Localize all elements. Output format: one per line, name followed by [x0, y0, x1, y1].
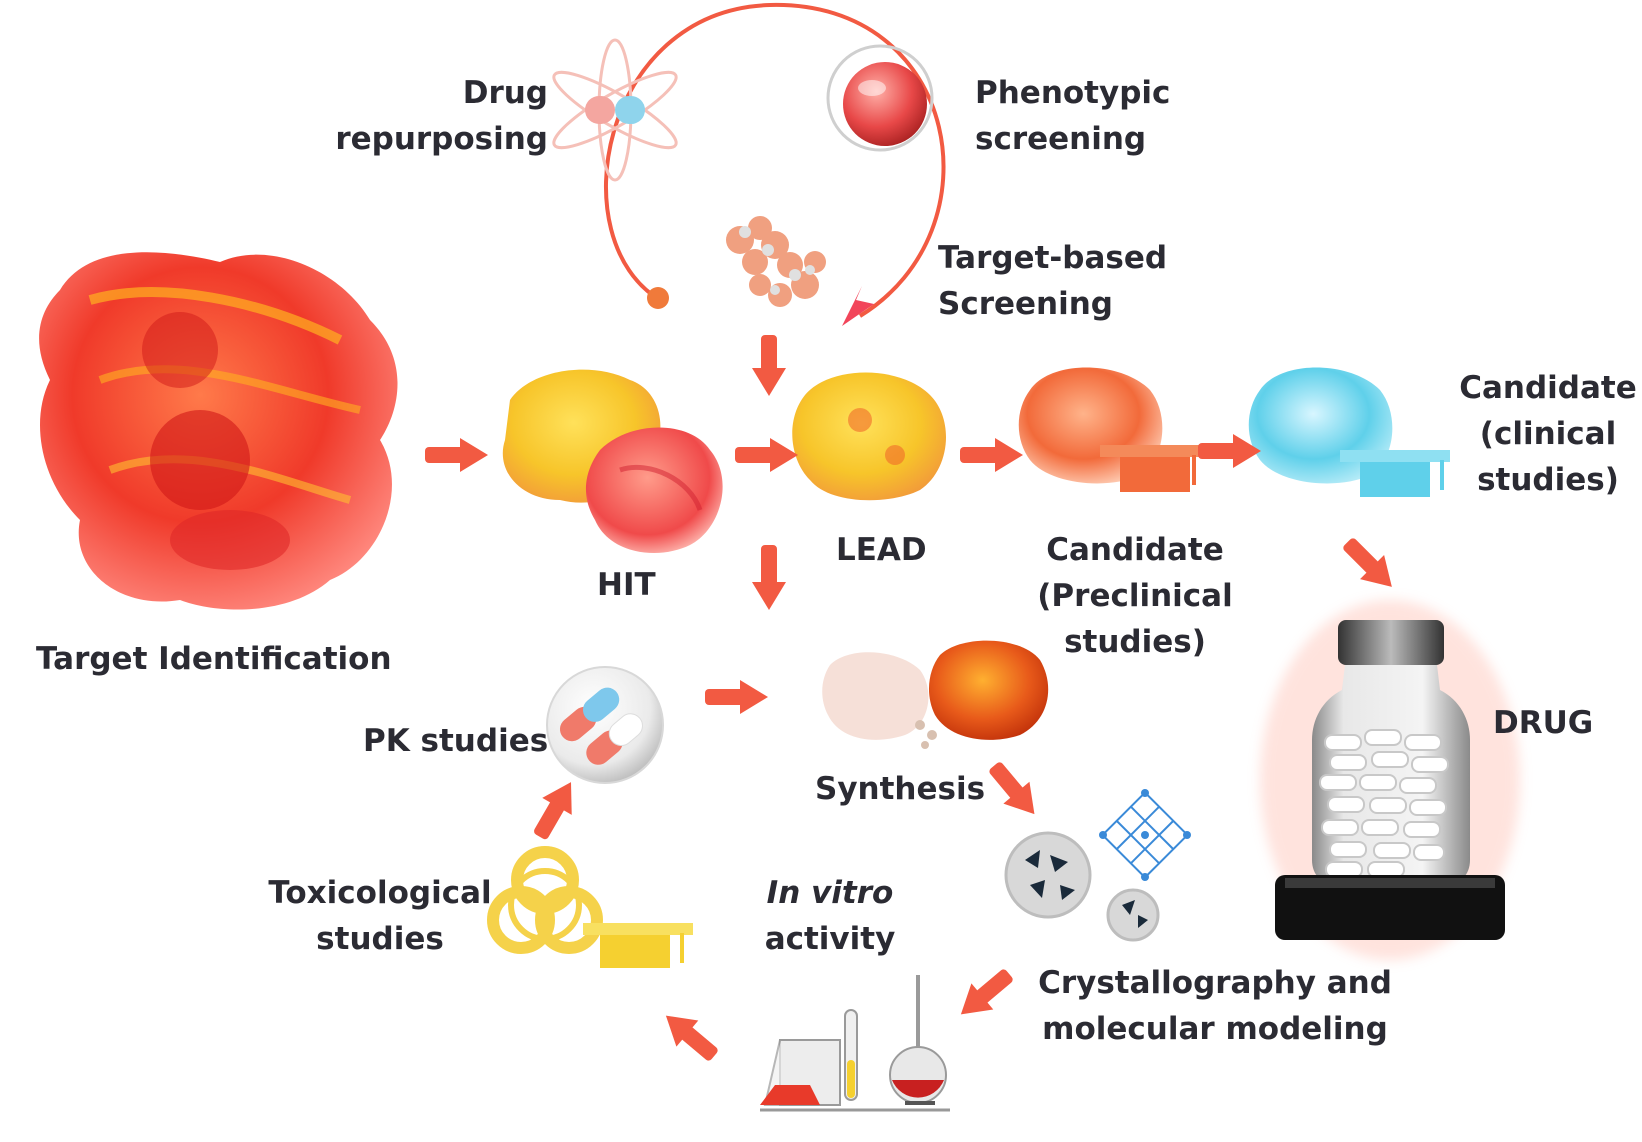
arrow-tox-to-pk	[525, 774, 586, 846]
cell-sphere-icon	[828, 46, 932, 150]
biohazard-icon	[493, 852, 693, 968]
arrow-pk-to-synthesis	[705, 680, 768, 714]
label-candidate-clinical: Candidate (clinical studies)	[1458, 365, 1638, 503]
drug-repurposing-icon	[546, 40, 683, 180]
arrow-lead-to-synthesis-down	[752, 545, 786, 610]
arrow-lead-to-preclinical	[960, 438, 1023, 472]
label-in-vitro-activity: In vitro activity	[740, 870, 920, 962]
ligand-icon	[726, 216, 826, 307]
arrow-synthesis-to-crystallography	[981, 755, 1048, 825]
label-target-based-screening: Target-based Screening	[938, 235, 1167, 327]
label-lead: LEAD	[836, 527, 927, 573]
clinical-candidate-icon	[1249, 368, 1450, 498]
label-toxicological-studies: Toxicological studies	[260, 870, 500, 962]
label-synthesis: Synthesis	[815, 766, 985, 812]
arrow-ligand-to-lead	[752, 335, 786, 396]
label-phenotypic-screening: Phenotypic screening	[975, 70, 1170, 162]
protein-structure-icon	[39, 252, 397, 609]
capsule-sphere-icon	[547, 667, 663, 783]
drug-bottle-icon	[1260, 600, 1520, 960]
arrow-clinical-to-drug	[1335, 530, 1404, 599]
lab-glassware-icon	[760, 975, 950, 1110]
arrow-target-to-hit	[425, 438, 488, 472]
preclinical-candidate-icon	[1019, 368, 1210, 493]
lead-molecule-icon	[792, 373, 946, 501]
hit-molecule-icon	[503, 370, 723, 553]
label-candidate-preclinical: Candidate (Preclinical studies)	[1030, 527, 1240, 665]
screening-cycle-arrow	[606, 5, 944, 326]
synthesis-molecules-icon	[822, 641, 1048, 749]
arrow-hit-to-lead	[735, 438, 798, 472]
arrow-invitro-to-tox	[655, 1003, 725, 1070]
label-crystallography: Crystallography and molecular modeling	[1030, 960, 1400, 1052]
label-hit: HIT	[597, 562, 656, 608]
label-drug: DRUG	[1493, 700, 1593, 746]
arrow-crystallography-to-invitro	[950, 961, 1020, 1028]
label-drug-repurposing: Drug repurposing	[335, 70, 548, 162]
label-target-identification: Target Identification	[36, 636, 392, 682]
label-pk-studies: PK studies	[363, 718, 548, 764]
